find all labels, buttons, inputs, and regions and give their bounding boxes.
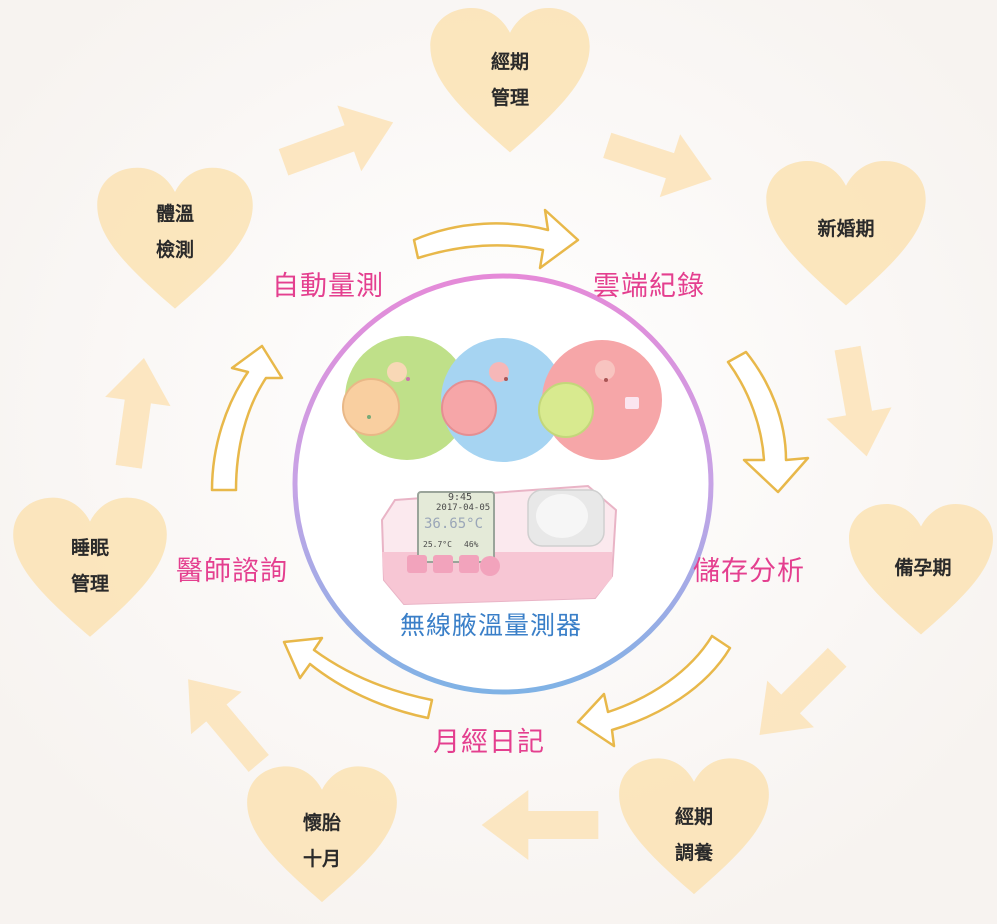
inner-arrow-right	[726, 350, 810, 494]
screen-date: 2017-04-05	[436, 503, 491, 513]
thermometer-device	[380, 484, 618, 606]
heart-line-2: 調養	[674, 842, 713, 864]
heart-label-newlywed: 新婚期	[796, 211, 896, 247]
inner-arrow-bottom-left	[282, 636, 434, 720]
heart-label-sleep-management: 睡眠 管理	[52, 530, 128, 602]
label-auto-measure: 自動量測	[272, 271, 384, 302]
heart-label-menstrual-conditioning: 經期 調養	[656, 799, 732, 871]
device-name: 無線腋溫量測器	[400, 611, 583, 640]
screen-time: 9:45	[448, 492, 473, 503]
screen-small-left: 25.7°C	[423, 540, 452, 549]
heart-label-pregnancy: 懷胎 十月	[284, 805, 360, 877]
device-screen	[417, 491, 495, 563]
sensor-pink	[538, 340, 662, 460]
inner-arrow-left	[210, 344, 284, 492]
heart-line-1: 體溫	[155, 203, 194, 225]
heart-line-1: 睡眠	[70, 537, 109, 559]
heart-line-1: 經期	[674, 806, 713, 828]
sensor-blue	[441, 338, 565, 462]
heart-line-2: 十月	[302, 848, 341, 870]
heart-label-pre-pregnancy: 備孕期	[873, 550, 973, 586]
heart-line-2: 管理	[70, 573, 109, 595]
inner-arrow-bottom-right	[576, 634, 732, 748]
heart-label-menstrual-management: 經期 管理	[472, 44, 548, 116]
label-storage-analysis: 儲存分析	[693, 556, 805, 587]
heart-line-1: 懷胎	[302, 812, 341, 834]
inner-arrow-top	[412, 208, 580, 270]
sensor-green	[342, 336, 469, 460]
screen-small-right: 46%	[464, 540, 479, 549]
screen-temperature: 36.65°C	[424, 516, 484, 532]
heart-line-2: 管理	[490, 87, 529, 109]
heart-line-2: 檢測	[155, 239, 194, 261]
heart-line-1: 備孕期	[894, 557, 952, 579]
heart-label-temperature-check: 體溫 檢測	[137, 196, 213, 268]
label-cloud-record: 雲端紀錄	[593, 271, 705, 302]
label-doctor-consult: 醫師諮詢	[176, 556, 288, 587]
label-menstrual-diary: 月經日記	[433, 727, 545, 758]
heart-line-1: 經期	[490, 51, 529, 73]
heart-line-1: 新婚期	[817, 218, 875, 240]
